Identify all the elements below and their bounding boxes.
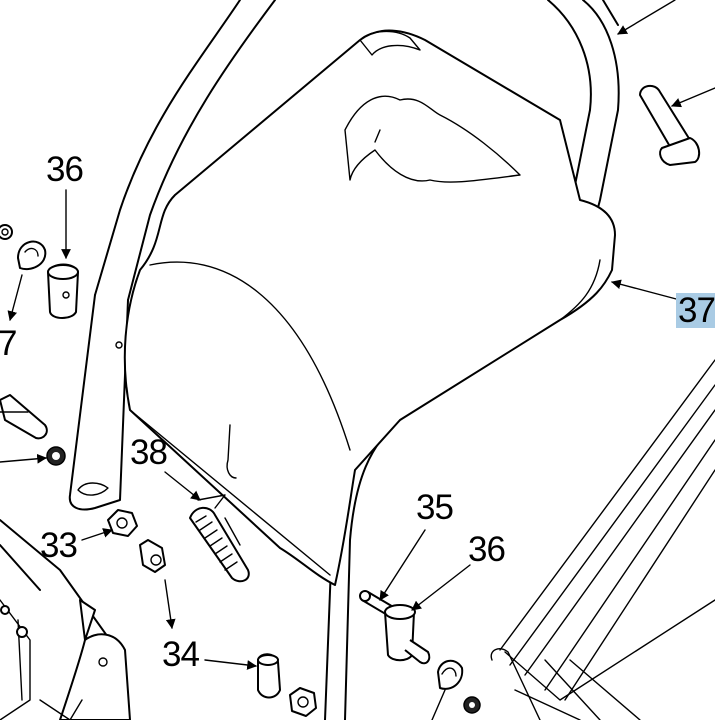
callout-7: 7 [0,324,17,363]
callout-37: 37 [676,291,715,330]
part-36-lower [384,604,481,714]
left-edge-hardware [0,224,66,466]
callout-33: 33 [40,526,78,565]
part-33-nut [107,509,138,537]
callout-36-lower: 36 [468,530,506,569]
basket-frame [490,359,715,720]
part-34-bushing [139,539,317,717]
callout-38: 38 [130,433,168,472]
seat-cushion [123,29,616,586]
callout-35: 35 [416,488,454,527]
upper-right-bolt [639,84,701,166]
callout-36-upper: 36 [46,150,84,189]
part-36-upper [47,263,79,319]
lower-left-frame [0,519,131,720]
callout-34: 34 [162,635,200,674]
part-38-spring [189,494,250,583]
